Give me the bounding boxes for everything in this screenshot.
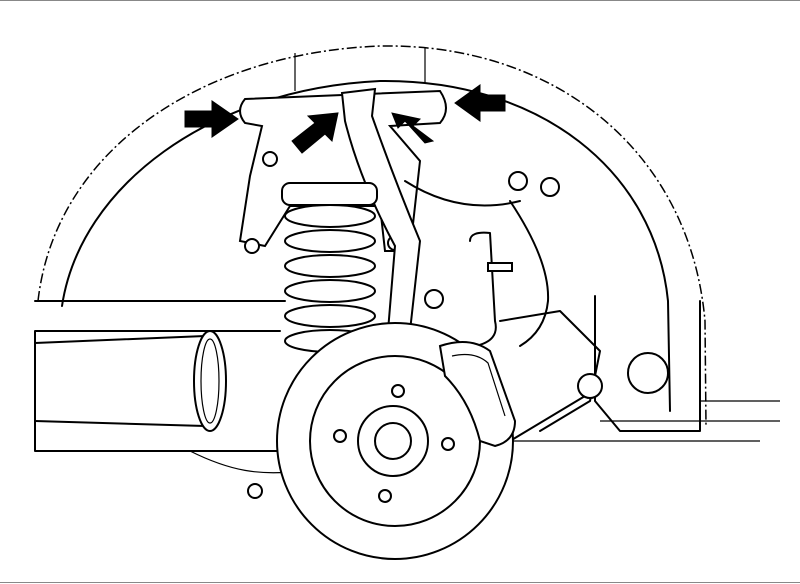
- wheel-bolt-hole: [391, 384, 405, 398]
- wheel-arch-inner: [61, 79, 671, 412]
- wheel-bolt-hole: [378, 489, 392, 503]
- pipe-end-inner: [200, 338, 220, 424]
- control-arm: [499, 310, 601, 442]
- wheel-arch-outer: [37, 45, 707, 427]
- bolt: [244, 238, 260, 254]
- hose-connector: [540, 177, 560, 197]
- brake-hose: [404, 180, 550, 347]
- arm-bushing: [577, 373, 603, 399]
- hose-connector: [508, 171, 528, 191]
- arrow-icon: [391, 112, 435, 144]
- wheel-bolt-hole: [441, 437, 455, 451]
- coil-spring: [281, 182, 378, 353]
- mount-plate: [594, 295, 701, 432]
- hub: [357, 405, 429, 477]
- body-beam: [34, 300, 301, 452]
- bolt: [424, 289, 444, 309]
- arrow-icon: [184, 100, 239, 138]
- arrow-icon: [291, 112, 339, 154]
- plate-hole: [627, 352, 669, 394]
- hub-center: [374, 422, 412, 460]
- pipe: [34, 335, 206, 427]
- caliper-detail: [451, 353, 506, 417]
- floor-line: [189, 400, 780, 474]
- hose-clip: [487, 262, 513, 272]
- arrow-icon: [454, 84, 506, 122]
- bolt: [262, 151, 278, 167]
- wheel-bolt-hole: [333, 429, 347, 443]
- brake-caliper: [438, 341, 517, 448]
- pipe-end: [193, 330, 227, 432]
- bolt: [247, 483, 263, 499]
